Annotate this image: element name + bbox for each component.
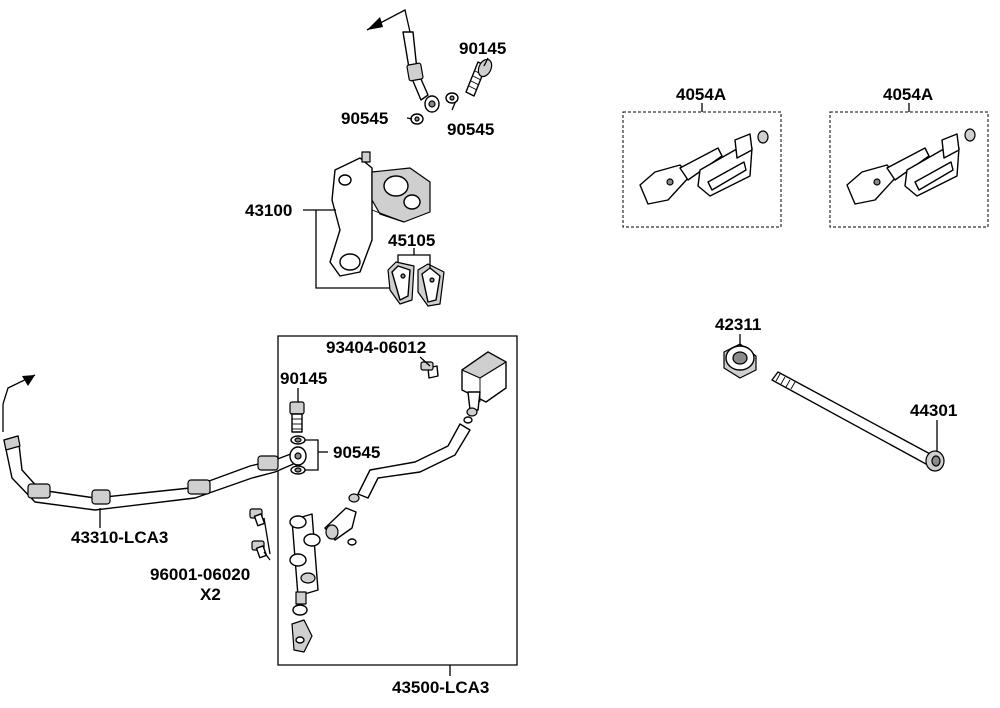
rear-axle-part: [771, 371, 945, 472]
label-washer-top-left: 90545: [341, 109, 389, 128]
label-bushing: 42311: [715, 315, 762, 334]
label-brake-pads: 45105: [388, 231, 436, 250]
brake-pads-part: [387, 261, 445, 307]
bolt-master-part: [249, 508, 268, 559]
label-banjo-bolt-top: 90145: [459, 39, 507, 58]
bracket-kit-left-part: [622, 111, 782, 228]
label-washer-mid: 90545: [333, 443, 381, 462]
bracket-kit-right-part: [829, 111, 989, 228]
label-screw-reservoir: 93404-06012: [326, 338, 427, 357]
reservoir-hose-part: [357, 423, 471, 499]
brake-hose-part: [2, 374, 307, 511]
label-washer-top-right: 90545: [447, 120, 495, 139]
label-caliper: 43100: [245, 201, 293, 220]
label-rear-axle: 44301: [910, 401, 958, 420]
reservoir-part: [461, 351, 507, 417]
label-bolt-master: 96001-06020: [150, 565, 251, 584]
label-banjo-bolt-mid: 90145: [280, 369, 328, 388]
banjo-bolt-top-part: [410, 58, 493, 125]
bushing-part: [723, 343, 757, 379]
label-master-cylinder-assy: 43500-LCA3: [392, 678, 490, 697]
banjo-bolt-mid-part: [289, 401, 306, 475]
label-brake-hose: 43310-LCA3: [71, 528, 169, 547]
master-cylinder-frame: [277, 335, 518, 666]
flow-arrow-icon: [367, 17, 383, 30]
label-bracket-kit-left: 4054A: [676, 85, 727, 104]
label-bracket-kit-right: 4054A: [883, 85, 934, 104]
master-cylinder-part: [289, 513, 321, 653]
top-brake-hose: [366, 9, 440, 113]
flow-arrow-icon: [22, 375, 35, 386]
screw-reservoir-part: [420, 361, 439, 379]
caliper-part: [329, 151, 431, 277]
hose-fitting-part: [324, 507, 357, 546]
leader-lines: [99, 57, 938, 676]
label-bolt-qty: X2: [200, 585, 221, 604]
